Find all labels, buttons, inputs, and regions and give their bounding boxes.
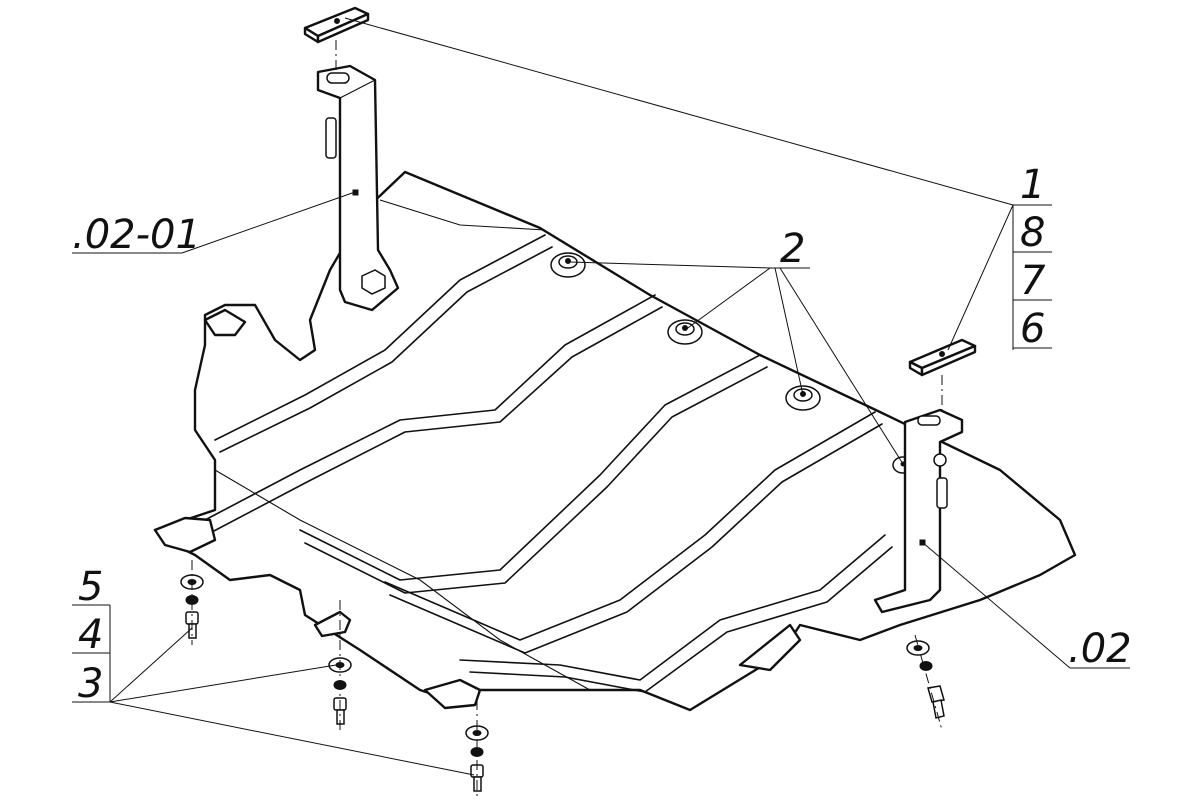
callout-labels: 1 8 7 6 2 .02-01 .02 5 4 3 (72, 162, 1132, 707)
spacer-plate-right (908, 338, 977, 377)
callout-3: 3 (78, 661, 103, 707)
plate-bend-line (379, 199, 546, 231)
plate-edge-line (214, 469, 591, 691)
callout-02-01: .02-01 (72, 212, 201, 258)
callout-7: 7 (1020, 258, 1046, 304)
callout-1: 1 (1020, 162, 1045, 208)
bracket-left-slot (326, 72, 350, 84)
fastener-stack-1 (180, 574, 204, 639)
bracket-left-clip (325, 117, 337, 159)
axis-lines (191, 40, 943, 798)
rib-3-lower (304, 366, 768, 594)
leader-lines (72, 17, 1130, 776)
callout-4: 4 (78, 612, 103, 658)
rib-4-lower (389, 423, 883, 654)
rib-1-lower (219, 246, 553, 453)
mount-tab-left-rear (203, 308, 247, 337)
rib-5-lower (469, 546, 893, 693)
bracket-left-body (316, 64, 400, 312)
bracket-left-bend (339, 79, 376, 99)
grommet-2 (667, 319, 703, 345)
skid-plate (153, 170, 1077, 712)
callout-02: .02 (1068, 626, 1132, 672)
callout-2: 2 (780, 226, 805, 272)
bracket-right (873, 408, 964, 614)
rib-4 (384, 411, 876, 641)
callout-5: 5 (78, 564, 103, 610)
fastener-stack-4 (906, 640, 945, 719)
rib-2 (204, 294, 656, 521)
mount-tab-middle (313, 610, 352, 638)
bracket-right-slot (917, 415, 941, 426)
skid-plate-outline (153, 170, 1077, 712)
grommet-3 (785, 385, 821, 411)
bracket-left-nut (361, 269, 386, 295)
mount-tab-left (153, 516, 217, 554)
bracket-right-body (873, 408, 964, 614)
side-fin (738, 623, 802, 672)
rib-2-lower (211, 306, 663, 533)
rib-3 (299, 354, 761, 581)
spacer-plate-top (303, 6, 370, 44)
grommet-1 (550, 252, 586, 278)
mount-tab-front (423, 678, 482, 710)
bracket-left (316, 64, 400, 312)
bracket-right-bolt (933, 453, 947, 467)
bracket-right-clip (936, 477, 948, 509)
callout-8: 8 (1020, 210, 1045, 256)
callout-6: 6 (1020, 306, 1045, 352)
rib-1 (214, 234, 546, 441)
